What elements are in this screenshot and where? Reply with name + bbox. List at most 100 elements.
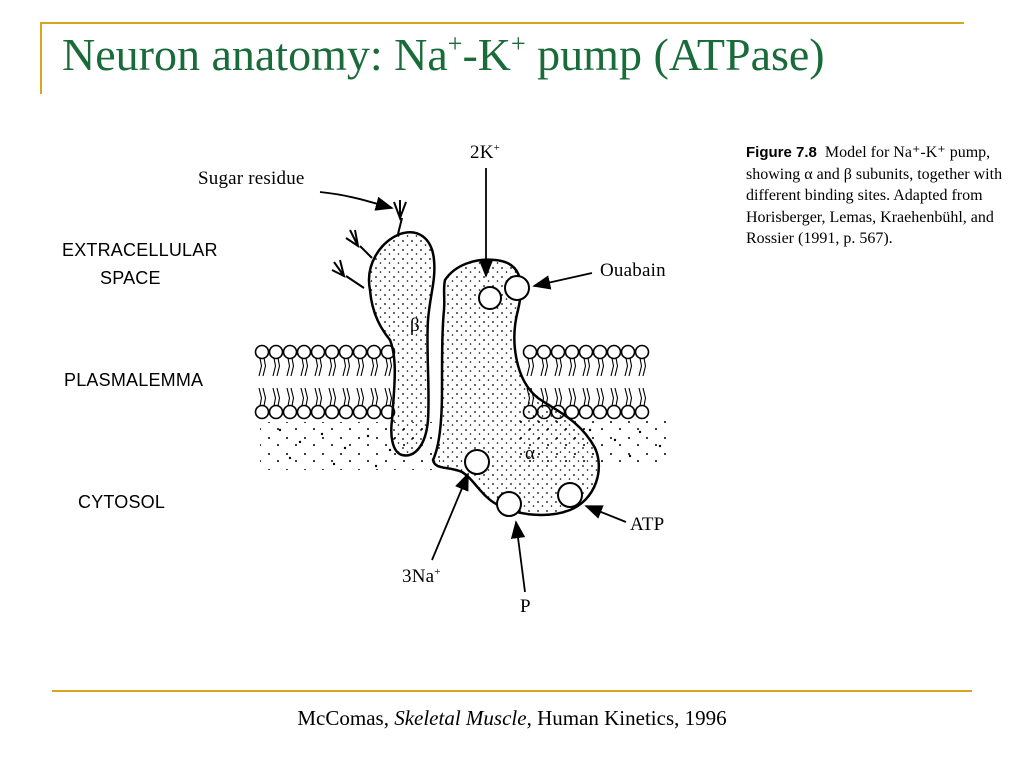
lipid-tail <box>356 357 361 377</box>
lipid-tail <box>600 357 605 377</box>
lipid-head <box>310 344 326 360</box>
membrane-bilayer-left <box>254 344 396 420</box>
lipid-head <box>338 344 354 360</box>
lipid-tail <box>624 387 629 407</box>
extracellular-label-line2: SPACE <box>100 268 161 288</box>
atp-label: ATP <box>630 514 665 535</box>
lipid-tail <box>356 387 361 407</box>
lipid-tail <box>290 387 295 407</box>
lipid-tail <box>314 357 319 377</box>
ouabain-binding-site <box>504 275 530 301</box>
lipid-tail <box>638 387 643 407</box>
phosphorylation-site <box>496 491 522 517</box>
lipid-tail <box>374 387 379 407</box>
lipid-tail <box>318 357 323 377</box>
lipid-tail <box>596 357 601 377</box>
sugar-residue-glyphs <box>331 200 407 289</box>
lipid-tail <box>276 357 281 377</box>
lipid-head <box>338 404 354 420</box>
lipid-tail <box>388 357 393 377</box>
lipid-head <box>564 344 580 360</box>
k-label: 2K+ <box>470 142 501 163</box>
lipid-tail <box>370 387 375 407</box>
lipid-tail <box>540 357 545 377</box>
p-arrow <box>510 520 526 593</box>
lipid-head <box>310 404 326 420</box>
title-accent-line-horizontal <box>40 22 964 24</box>
cytosol-dots <box>278 428 662 468</box>
p-label: P <box>520 596 531 617</box>
lipid-tail <box>568 357 573 377</box>
lipid-head <box>620 344 636 360</box>
lipid-tail <box>370 357 375 377</box>
lipid-tail <box>272 357 277 377</box>
ouabain-label: Ouabain <box>600 260 666 281</box>
slide-title: Neuron anatomy: Na+-K+ pump (ATPase) <box>62 29 825 80</box>
lipid-tail <box>544 357 549 377</box>
lipid-head <box>254 404 270 420</box>
lipid-tail <box>332 357 337 377</box>
lipid-head <box>550 344 566 360</box>
lipid-head <box>268 404 284 420</box>
lipid-tail <box>582 357 587 377</box>
lipid-head <box>296 404 312 420</box>
lipid-head <box>268 344 284 360</box>
lipid-head <box>606 404 622 420</box>
lipid-tail <box>286 357 291 377</box>
lipid-head <box>352 404 368 420</box>
lipid-tail <box>286 387 291 407</box>
label-arrows <box>319 168 627 593</box>
lipid-tail <box>614 357 619 377</box>
lipid-tail <box>572 387 577 407</box>
lipid-tail <box>610 387 615 407</box>
lipid-head <box>592 344 608 360</box>
lipid-head <box>324 344 340 360</box>
lipid-tail <box>384 357 389 377</box>
lipid-tail <box>346 387 351 407</box>
lipid-tail <box>624 357 629 377</box>
lipid-tail <box>290 357 295 377</box>
lipid-tail <box>558 387 563 407</box>
lipid-tail <box>328 387 333 407</box>
lipid-tail <box>360 387 365 407</box>
figure-number: Figure 7.8 <box>746 144 817 161</box>
lipid-tail <box>272 387 277 407</box>
lipid-tail <box>558 357 563 377</box>
lipid-tail <box>586 387 591 407</box>
extracellular-label-line1: EXTRACELLULAR <box>62 240 218 260</box>
beta-subunit <box>367 231 436 457</box>
lipid-tail <box>554 387 559 407</box>
lipid-tail <box>628 387 633 407</box>
lipid-tail <box>600 387 605 407</box>
alpha-label: α <box>525 443 536 464</box>
lipid-head <box>578 344 594 360</box>
lipid-head <box>606 344 622 360</box>
lipid-head <box>282 344 298 360</box>
plasmalemma-label: PLASMALEMMA <box>64 370 204 390</box>
lipid-head <box>536 344 552 360</box>
lipid-tail <box>582 387 587 407</box>
na-binding-site <box>464 449 490 475</box>
lipid-tail <box>384 387 389 407</box>
lipid-tail <box>526 357 531 377</box>
lipid-tail <box>572 357 577 377</box>
sugar-residue-arrow <box>319 191 394 211</box>
lipid-head <box>620 404 636 420</box>
lipid-tail <box>610 357 615 377</box>
atp-arrow <box>584 505 627 523</box>
lipid-tail <box>360 357 365 377</box>
lipid-head <box>564 404 580 420</box>
lipid-head <box>366 344 382 360</box>
lipid-head <box>254 344 270 360</box>
pump-diagram-svg <box>254 168 670 593</box>
lipid-tail <box>262 387 267 407</box>
lipid-head <box>352 344 368 360</box>
lipid-tail <box>374 357 379 377</box>
lipid-tail <box>346 357 351 377</box>
lipid-tail <box>300 387 305 407</box>
atp-binding-site <box>557 482 583 508</box>
lipid-head <box>634 404 650 420</box>
lipid-tail <box>388 387 393 407</box>
k-binding-site-1 <box>478 286 502 310</box>
